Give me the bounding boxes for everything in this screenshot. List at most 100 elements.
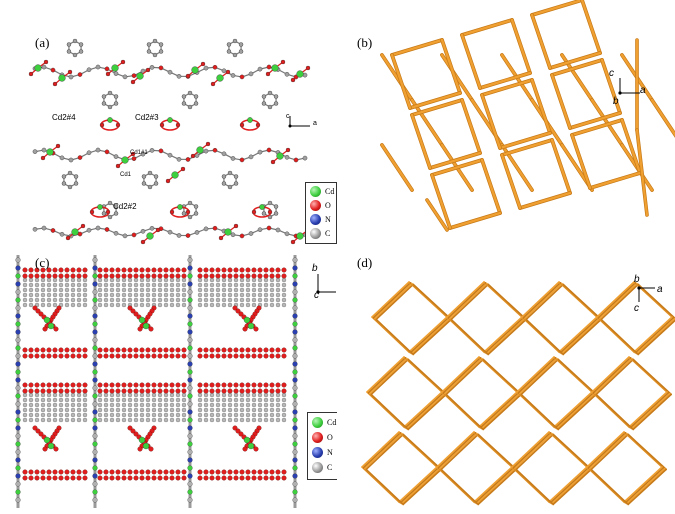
c-atom <box>176 157 182 162</box>
c-atom <box>151 282 157 288</box>
o-atom <box>133 382 139 388</box>
c-atom <box>197 282 203 288</box>
c-atom <box>82 412 88 418</box>
c-atom <box>58 282 64 288</box>
c-atom <box>239 302 245 308</box>
pillar-atom <box>292 345 298 351</box>
cd-atom <box>107 117 113 123</box>
o-atom <box>190 153 196 159</box>
c-atom <box>275 297 281 303</box>
c-atom <box>175 282 181 288</box>
c-atom <box>145 297 151 303</box>
o-atom <box>40 475 46 481</box>
framework-rod <box>562 283 603 321</box>
o-atom <box>263 382 269 388</box>
c-atom <box>157 277 163 283</box>
o-atom <box>28 382 34 388</box>
axis-a-a-label: a <box>313 120 317 127</box>
o-atom <box>145 273 151 279</box>
c-atom <box>113 101 119 106</box>
framework-rod <box>570 133 592 190</box>
c-atom <box>40 417 46 423</box>
c-atom <box>113 94 119 99</box>
c-atom <box>109 282 115 288</box>
framework-rod <box>440 38 462 95</box>
c-atom <box>284 71 290 77</box>
framework-rod <box>486 317 526 355</box>
c-atom <box>28 392 34 398</box>
o-atom <box>58 382 64 388</box>
c-atom <box>257 392 263 398</box>
framework-rod <box>559 317 600 354</box>
pillar-atom <box>92 361 98 367</box>
framework-rod <box>590 98 624 147</box>
o-atom <box>245 388 251 394</box>
o-atom <box>97 347 103 353</box>
c-atom <box>95 225 101 231</box>
o-atom <box>58 475 64 481</box>
o-atom <box>28 475 34 481</box>
o-atom <box>257 388 263 394</box>
framework-rod <box>624 467 665 504</box>
c-atom <box>103 402 109 408</box>
o-atom <box>22 267 28 273</box>
o-atom <box>245 469 251 475</box>
o-atom <box>197 382 203 388</box>
o-atom <box>163 273 169 279</box>
o-atom <box>58 347 64 353</box>
framework-rod <box>480 158 502 215</box>
panel-b-framework <box>380 0 675 232</box>
o-atom <box>82 353 88 359</box>
o-atom <box>239 475 245 481</box>
o-atom <box>131 156 137 161</box>
c-atom <box>169 392 175 398</box>
c-atom <box>181 402 187 408</box>
pillar-atom <box>187 361 193 367</box>
framework-rod <box>368 357 408 395</box>
c-atom <box>209 302 215 308</box>
c-atom <box>261 101 267 106</box>
c-atom <box>238 42 244 47</box>
c-atom <box>70 297 76 303</box>
pillar-atom <box>92 417 98 423</box>
c-atom <box>273 101 279 106</box>
o-atom <box>205 141 211 147</box>
cd-atom <box>259 204 265 210</box>
c-atom <box>76 417 82 423</box>
c-atom <box>215 302 221 308</box>
cd-atom <box>247 442 255 450</box>
framework-rod <box>390 53 412 110</box>
o-atom <box>235 308 241 314</box>
o-atom <box>163 388 169 394</box>
c-atom <box>221 181 227 186</box>
o-atom <box>42 446 48 452</box>
c-atom <box>115 412 121 418</box>
o-atom <box>163 347 169 353</box>
o-atom <box>115 469 121 475</box>
o-atom <box>97 469 103 475</box>
c-atom <box>40 302 46 308</box>
c-atom <box>58 397 64 403</box>
o-atom <box>275 267 281 273</box>
o-atom <box>215 273 221 279</box>
c-atom <box>251 407 257 413</box>
c-atom <box>267 104 273 110</box>
c-atom <box>209 282 215 288</box>
o-atom <box>215 267 221 273</box>
c-atom <box>145 407 151 413</box>
framework-rod <box>556 392 596 430</box>
o-atom <box>209 353 215 359</box>
o-atom <box>163 353 169 359</box>
framework-rod <box>450 283 489 321</box>
o-atom <box>70 388 76 394</box>
c-atom <box>139 282 145 288</box>
pillar-atom <box>15 273 21 279</box>
c-atom <box>251 297 257 303</box>
c-atom <box>203 65 209 71</box>
pillar-atom <box>15 433 21 439</box>
pillar-atom <box>187 417 193 423</box>
c-atom <box>257 149 263 155</box>
c-atom <box>127 407 133 413</box>
c-atom <box>76 397 82 403</box>
framework-rod <box>600 58 622 115</box>
